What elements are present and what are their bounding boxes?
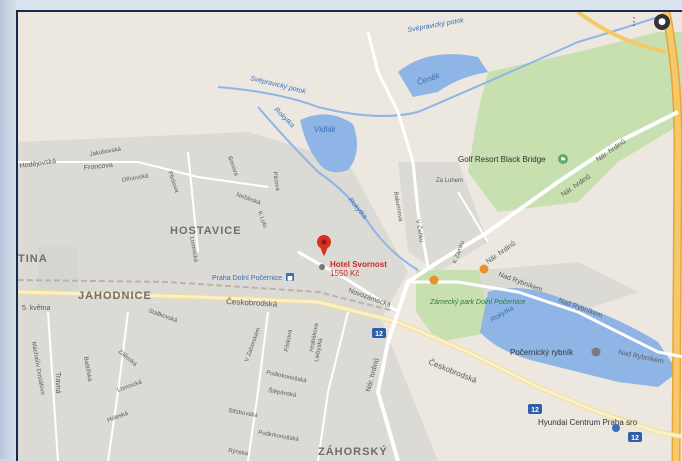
map-canvas[interactable]: 12 12 12 HOSTAVICE JAHODNICE ZÁHORSKÝ TI… bbox=[18, 12, 682, 461]
street-label: Štěpánská bbox=[268, 387, 298, 399]
street-label: Jakubovská bbox=[89, 146, 122, 158]
road-ceskobrodska-inner bbox=[18, 290, 682, 439]
poi-station-label: Praha Dolní Počernice bbox=[212, 275, 282, 282]
street-label: Froncova bbox=[83, 162, 113, 172]
route-shield-label: 12 bbox=[375, 331, 383, 338]
water-label-svepravicky-1: Svépravický potok bbox=[407, 17, 465, 34]
hotel-price-label: 1550 Kč bbox=[330, 269, 359, 278]
hotel-name-label[interactable]: Hotel Svornost bbox=[330, 260, 387, 269]
place-tina: TINA bbox=[18, 253, 48, 265]
car-dealer-icon[interactable] bbox=[612, 424, 620, 432]
water-vidlak bbox=[300, 114, 357, 173]
poi-hyundai-label: Hyundai Centrum Praha sro bbox=[538, 418, 638, 427]
stream-svepravicky bbox=[217, 16, 659, 117]
golf-icon[interactable]: ⚑ bbox=[558, 154, 568, 164]
street-label: 5. května bbox=[22, 305, 51, 312]
svg-text:■: ■ bbox=[287, 275, 293, 282]
road-nar-hrdinu[interactable] bbox=[375, 110, 679, 461]
street-label: Českobrodská bbox=[226, 297, 278, 309]
place-zahorsky: ZÁHORSKÝ bbox=[318, 445, 388, 458]
road-nad-rybnikem[interactable] bbox=[408, 280, 682, 359]
place-jahodnice: JAHODNICE bbox=[78, 290, 152, 302]
street-label: Za Luhem bbox=[436, 178, 463, 184]
street-label: Lomnická bbox=[188, 236, 198, 263]
hotel-icon bbox=[319, 264, 325, 270]
road-local-2 bbox=[247, 311, 269, 461]
street-label: Rýnská bbox=[228, 448, 249, 457]
street-label: K Lutu bbox=[256, 211, 268, 229]
street-label: Českobrodská bbox=[427, 358, 478, 386]
poi-park-label: Zámecký park Dolní Počernice bbox=[429, 299, 525, 306]
stream-rokytka bbox=[257, 106, 419, 271]
place-hostavice: HOSTAVICE bbox=[170, 225, 242, 237]
account-icon[interactable]: ● bbox=[654, 14, 670, 30]
route-shield-label: 12 bbox=[631, 435, 639, 442]
street-label: Pilskova bbox=[284, 329, 294, 353]
road-v-cenku[interactable] bbox=[366, 31, 430, 268]
street-label: Hrabákova bbox=[309, 322, 320, 352]
road-local-3 bbox=[107, 311, 129, 461]
route-shield-label: 12 bbox=[531, 407, 539, 414]
park-zamecky bbox=[416, 270, 493, 342]
built-area-jahodnice bbox=[18, 297, 438, 461]
camera-icon[interactable] bbox=[591, 347, 601, 357]
road-novozamecka[interactable] bbox=[297, 250, 399, 314]
location-pin-icon[interactable] bbox=[317, 235, 331, 256]
road-local-6 bbox=[18, 161, 269, 188]
railway bbox=[18, 279, 399, 313]
road-local-1 bbox=[317, 311, 349, 461]
water-pocernicky bbox=[480, 288, 678, 387]
street-label: V Čeňku bbox=[414, 219, 425, 243]
water-label-rokytka-1: Rokytka bbox=[273, 106, 296, 129]
train-icon[interactable]: ■ bbox=[286, 273, 294, 282]
poi-golf-label: Golf Resort Black Bridge bbox=[458, 155, 546, 164]
road-local-5 bbox=[187, 151, 199, 253]
map-view[interactable]: 12 12 12 HOSTAVICE JAHODNICE ZÁHORSKÝ TI… bbox=[16, 10, 682, 461]
park-golf bbox=[468, 32, 682, 212]
water-cenek bbox=[398, 54, 488, 97]
svg-text:⚑: ⚑ bbox=[560, 156, 566, 164]
water-label-vidlak: Vidlák bbox=[314, 125, 337, 134]
route-shield-12b: 12 bbox=[528, 404, 542, 414]
restaurant-icon[interactable] bbox=[429, 264, 489, 285]
road-k-zamku bbox=[457, 191, 489, 243]
built-area-hostavice bbox=[18, 132, 408, 342]
street-label: Nár. hrdinů bbox=[485, 239, 518, 265]
water-label-pocernicky: Počernický rybník bbox=[510, 348, 574, 357]
highway-ramp bbox=[576, 12, 667, 54]
road-local-4 bbox=[47, 311, 59, 461]
apps-grid-icon[interactable]: ⋮ bbox=[628, 15, 640, 28]
street-label: Travná bbox=[54, 372, 61, 394]
route-shield-12c: 12 bbox=[628, 432, 642, 442]
street-label: Ofínovská bbox=[121, 173, 149, 184]
street-label: Bakurinova bbox=[392, 191, 403, 222]
street-label: Pilcova bbox=[271, 171, 280, 192]
street-label: Střzbovská bbox=[228, 408, 259, 419]
highway-road bbox=[663, 12, 682, 461]
route-shield-12a: 12 bbox=[372, 328, 386, 338]
street-label: Baštířská bbox=[82, 356, 92, 382]
street-label: Liebyská bbox=[314, 337, 324, 362]
